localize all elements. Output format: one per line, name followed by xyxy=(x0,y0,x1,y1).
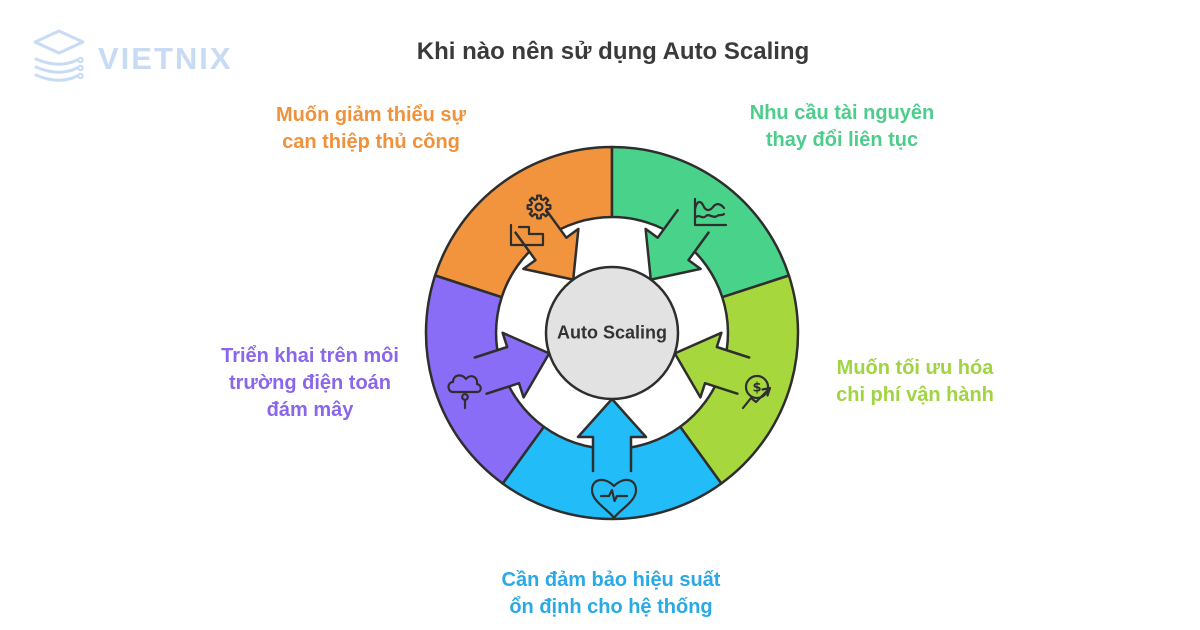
label-line: Muốn giảm thiểu sự xyxy=(275,104,467,126)
vietnix-logo: VIETNIX xyxy=(26,28,233,90)
gear-icon xyxy=(526,194,552,220)
label-line: Cần đảm bảo hiệu suất xyxy=(501,569,721,591)
heart-pulse-icon xyxy=(590,478,638,520)
label-cloud-deployment: Triển khai trên môi trường điện toán đám… xyxy=(221,343,399,424)
label-line: chi phí vận hành xyxy=(836,384,994,406)
label-reduce-manual-intervention: Muốn giảm thiểu sự can thiệp thủ công xyxy=(276,102,466,156)
label-line: đám mây xyxy=(266,399,354,421)
hand-icon xyxy=(509,223,545,247)
label-line: thay đổi liên tục xyxy=(765,129,919,151)
svg-text:$: $ xyxy=(752,381,761,396)
segment-changing-resource-demand xyxy=(610,145,791,299)
arrow-changing-resource-demand xyxy=(645,210,709,280)
label-changing-resource-demand: Nhu cầu tài nguyên thay đổi liên tục xyxy=(750,100,934,154)
center-circle xyxy=(544,265,680,401)
label-line: Triển khai trên môi xyxy=(221,345,399,367)
arrow-optimize-operating-cost xyxy=(674,332,750,398)
fluctuating-chart-icon xyxy=(693,197,728,227)
label-line: trường điện toán xyxy=(228,372,392,394)
arrow-reduce-manual-intervention xyxy=(515,210,579,280)
label-line: Nhu cầu tài nguyên xyxy=(749,102,935,124)
label-line: Muốn tối ưu hóa xyxy=(836,357,994,379)
arrow-cloud-deployment xyxy=(474,332,550,398)
segment-stable-performance xyxy=(501,425,723,521)
label-line: can thiệp thủ công xyxy=(282,131,460,153)
label-stable-performance: Cần đảm bảo hiệu suất ổn định cho hệ thố… xyxy=(502,567,721,621)
dollar-trend-icon: $ xyxy=(741,374,772,410)
center-label: Auto Scaling xyxy=(556,322,668,343)
page-title: Khi nào nên sử dụng Auto Scaling xyxy=(416,38,810,65)
logo-text: VIETNIX xyxy=(98,41,233,76)
label-line: ổn định cho hệ thống xyxy=(509,596,713,618)
label-optimize-operating-cost: Muốn tối ưu hóa chi phí vận hành xyxy=(836,355,994,409)
cloud-computing-icon xyxy=(447,374,482,410)
arrow-stable-performance xyxy=(578,399,646,471)
layers-icon xyxy=(33,29,85,82)
